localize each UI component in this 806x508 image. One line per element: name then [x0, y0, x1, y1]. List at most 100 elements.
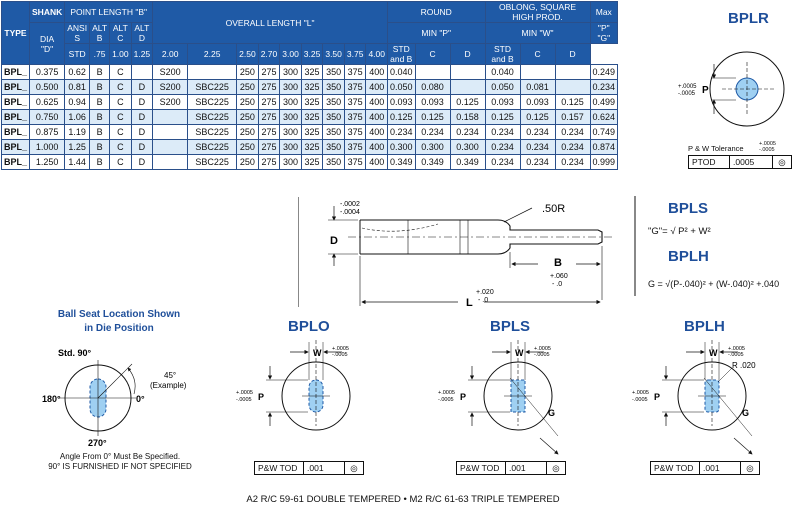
- table-cell-w-std: 0.125: [484, 109, 521, 125]
- view-g-arrow: [733, 437, 753, 455]
- col-shank: SHANK: [29, 1, 66, 23]
- view-title: BPLS: [490, 318, 531, 335]
- view-g-label: G: [742, 408, 749, 418]
- ballseat-example: (Example): [150, 381, 187, 390]
- table-cell-ansi: 1.25: [64, 139, 91, 155]
- l-tol2: - .0: [478, 297, 488, 304]
- table-cell-d: D: [130, 139, 154, 155]
- view-tolerance-box: P&W TOD.001◎: [650, 461, 760, 475]
- table-cell-l270: 275: [257, 154, 281, 170]
- col-p-c: C: [414, 43, 451, 65]
- table-cell-l350: 350: [322, 64, 345, 80]
- view-g-diag: [509, 377, 559, 437]
- table-cell-p-d: 0.234: [449, 124, 486, 140]
- table-cell-l200: S200: [152, 64, 189, 80]
- table-cell-d: [130, 64, 154, 80]
- table-cell-l270: 275: [257, 139, 281, 155]
- len-col: 3.75: [343, 43, 367, 65]
- table-cell-l400: 400: [365, 154, 388, 170]
- table-cell-ansi: 0.62: [64, 64, 91, 80]
- table-cell-b: B: [89, 79, 111, 95]
- table-cell-p-d: 0.300: [449, 139, 486, 155]
- table-cell-c: C: [109, 124, 132, 140]
- table-cell-l300: 300: [279, 64, 302, 80]
- bpls-formula: "G"= √ P² + W²: [648, 226, 711, 237]
- table-cell-d: D: [130, 109, 154, 125]
- bplr-tol1: +.0005: [678, 84, 697, 90]
- ballseat-45-line: [97, 363, 133, 399]
- table-cell-l200: S200: [152, 94, 189, 110]
- table-cell-w-d: 0.157: [554, 109, 591, 125]
- table-cell-l400: 400: [365, 109, 388, 125]
- ballseat-45-arc: [127, 367, 136, 395]
- table-cell-ansi: 1.06: [64, 109, 91, 125]
- bpls-title: BPLS: [668, 200, 709, 217]
- view-tolerance-box: P&W TOD.001◎: [254, 461, 364, 475]
- table-cell-b: B: [89, 94, 111, 110]
- table-cell-g: 0.234: [589, 79, 619, 95]
- table-cell-d: D: [130, 79, 154, 95]
- view-w-tol1: +.0005: [332, 346, 349, 352]
- ballseat-title: Ball Seat Location Shown in Die Position: [57, 309, 181, 334]
- bplr-title: BPLR: [728, 10, 769, 27]
- table-cell-p-d: 0.349: [449, 154, 486, 170]
- table-cell-p-c: 0.300: [414, 139, 451, 155]
- bplh-formula: G = √(P-.040)² + (W-.040)² +.040: [648, 279, 780, 289]
- table-cell-b: B: [89, 154, 111, 170]
- table-cell-l400: 400: [365, 139, 388, 155]
- table-cell-l270: 275: [257, 94, 281, 110]
- bplr-box2: .0005: [730, 156, 773, 168]
- view-p-label: P: [460, 392, 466, 402]
- table-cell-c: C: [109, 64, 132, 80]
- table-cell-type: BPL_: [0, 154, 31, 170]
- table-cell-l225: SBC225: [187, 79, 238, 95]
- view-w-tol2: -.0005: [728, 352, 744, 358]
- len-col: 2.50: [236, 43, 259, 65]
- table-cell-dia: 1.250: [29, 154, 66, 170]
- view-box1: P&W TOD: [457, 462, 506, 474]
- table-cell-l375: 375: [343, 79, 367, 95]
- table-cell-l225: SBC225: [187, 154, 238, 170]
- table-cell-p-std: 0.349: [386, 154, 416, 170]
- table-cell-l375: 375: [343, 94, 367, 110]
- table-cell-l225: [187, 64, 238, 80]
- bplh-title: BPLH: [668, 248, 709, 265]
- table-cell-w-c: 0.125: [519, 109, 556, 125]
- col-dia: DIA "D": [29, 22, 66, 65]
- col-w-d: D: [554, 43, 591, 65]
- table-cell-l250: 250: [236, 79, 259, 95]
- table-cell-p-c: [414, 64, 451, 80]
- table-cell-l375: 375: [343, 64, 367, 80]
- table-cell-p-c: 0.080: [414, 79, 451, 95]
- bplr-tol-values: +.0005-.0005: [759, 141, 776, 153]
- view-p-tol1: +.0005: [236, 390, 253, 396]
- table-cell-p-std: 0.300: [386, 139, 416, 155]
- table-cell-p-c: 0.234: [414, 124, 451, 140]
- table-cell-ansi: 0.94: [64, 94, 91, 110]
- side-view-diagram: D -.0002 -.0004 B +.060 - .0 L +.020 - .…: [298, 197, 613, 308]
- table-cell-l250: 250: [236, 94, 259, 110]
- table-cell-dia: 0.500: [29, 79, 66, 95]
- d-tol1: -.0002: [340, 201, 360, 208]
- table-cell-l325: 325: [300, 64, 324, 80]
- view-g-label: G: [548, 408, 555, 418]
- view-title: BPLO: [288, 318, 330, 335]
- table-cell-l325: 325: [300, 94, 324, 110]
- view-tolerance-box: P&W TOD.001◎: [456, 461, 566, 475]
- view-g-diag: [703, 377, 753, 437]
- col-w-c: C: [519, 43, 556, 65]
- view-w-tol1: +.0005: [728, 346, 745, 352]
- table-cell-p-std: 0.093: [386, 94, 416, 110]
- footer-material: A2 R/C 59-61 DOUBLE TEMPERED • M2 R/C 61…: [246, 494, 560, 505]
- table-cell-l375: 375: [343, 124, 367, 140]
- table-cell-c: C: [109, 79, 132, 95]
- view-box2: .001: [700, 462, 741, 474]
- len-col: 3.00: [279, 43, 302, 65]
- table-cell-l325: 325: [300, 109, 324, 125]
- table-cell-p-std: 0.234: [386, 124, 416, 140]
